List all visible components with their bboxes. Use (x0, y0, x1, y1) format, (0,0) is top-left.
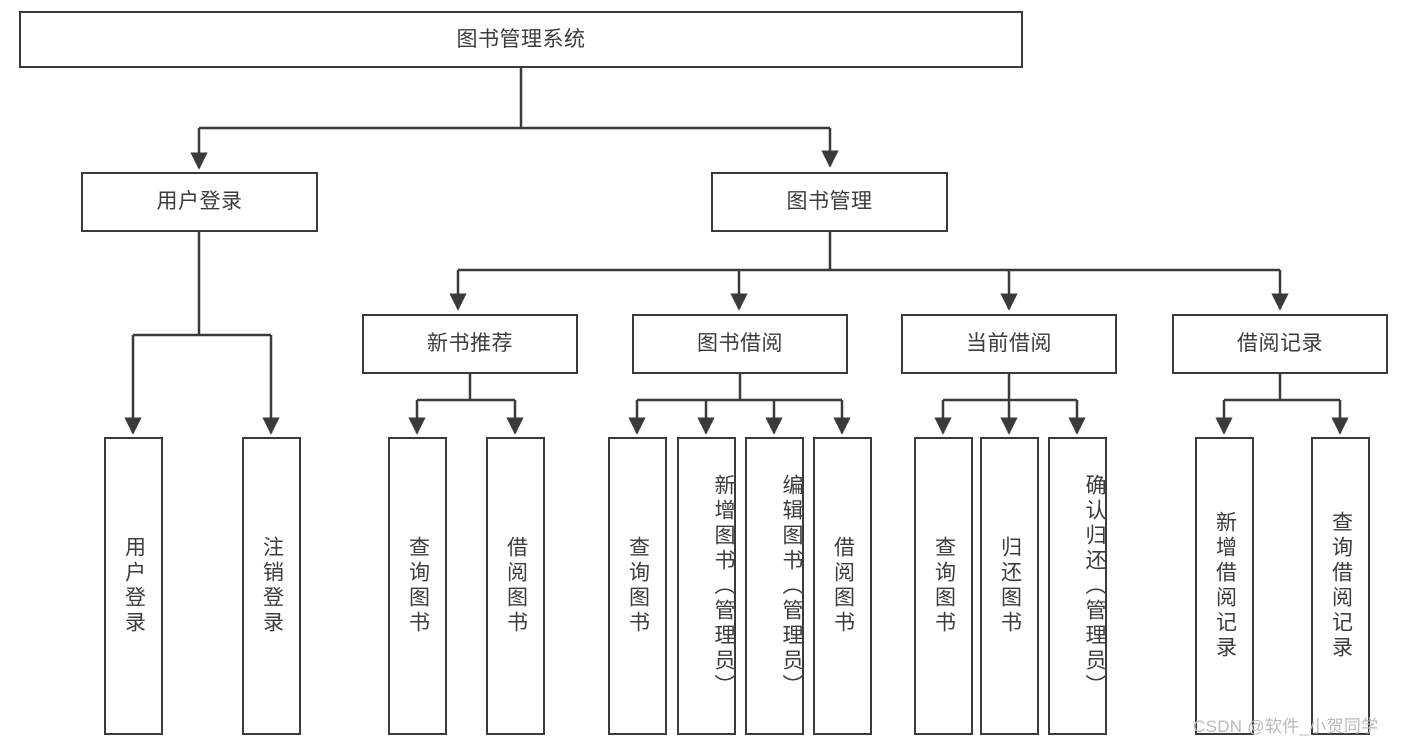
node-leaf-confirm-return[interactable]: 确认归还（管理员） (1048, 437, 1107, 735)
node-leaf-confirm-return-label: 确认归还（管理员） (1083, 473, 1106, 699)
node-leaf-return-book-label: 归还图书 (998, 536, 1022, 636)
node-leaf-query-book-3[interactable]: 查询图书 (914, 437, 973, 735)
node-book-borrow-label: 图书借阅 (697, 332, 783, 356)
node-leaf-edit-book-label: 编辑图书（管理员） (780, 473, 803, 699)
node-user-login[interactable]: 用户登录 (81, 172, 318, 232)
node-borrow-record[interactable]: 借阅记录 (1172, 314, 1388, 374)
node-new-book-recommend-label: 新书推荐 (427, 332, 513, 356)
node-leaf-borrow-book-2-label: 借阅图书 (831, 536, 855, 636)
node-leaf-return-book[interactable]: 归还图书 (980, 437, 1039, 735)
node-leaf-query-record-label: 查询借阅记录 (1329, 511, 1353, 661)
node-leaf-query-book-3-label: 查询图书 (932, 536, 956, 636)
node-leaf-query-record[interactable]: 查询借阅记录 (1311, 437, 1370, 735)
csdn-watermark: CSDN @软件_小贺同学 (1193, 717, 1379, 736)
node-leaf-user-login[interactable]: 用户登录 (104, 437, 163, 735)
node-leaf-borrow-book-1[interactable]: 借阅图书 (486, 437, 545, 735)
node-leaf-query-book-1[interactable]: 查询图书 (388, 437, 447, 735)
node-current-borrow[interactable]: 当前借阅 (901, 314, 1117, 374)
node-book-borrow[interactable]: 图书借阅 (632, 314, 848, 374)
node-leaf-query-book-2[interactable]: 查询图书 (608, 437, 667, 735)
node-leaf-add-book-label: 新增图书（管理员） (712, 473, 735, 699)
node-leaf-logout[interactable]: 注销登录 (242, 437, 301, 735)
node-borrow-record-label: 借阅记录 (1237, 332, 1323, 356)
node-book-manage[interactable]: 图书管理 (711, 172, 948, 232)
node-leaf-add-book[interactable]: 新增图书（管理员） (677, 437, 736, 735)
node-book-manage-label: 图书管理 (786, 190, 873, 214)
node-current-borrow-label: 当前借阅 (966, 332, 1052, 356)
node-leaf-add-record[interactable]: 新增借阅记录 (1195, 437, 1254, 735)
node-leaf-user-login-label: 用户登录 (122, 536, 146, 636)
node-leaf-query-book-1-label: 查询图书 (406, 536, 430, 636)
node-leaf-logout-label: 注销登录 (260, 536, 284, 636)
node-root[interactable]: 图书管理系统 (19, 11, 1023, 68)
node-new-book-recommend[interactable]: 新书推荐 (362, 314, 578, 374)
node-leaf-query-book-2-label: 查询图书 (626, 536, 650, 636)
node-user-login-label: 用户登录 (156, 190, 243, 214)
node-leaf-borrow-book-2[interactable]: 借阅图书 (813, 437, 872, 735)
node-leaf-add-record-label: 新增借阅记录 (1213, 511, 1237, 661)
node-leaf-edit-book[interactable]: 编辑图书（管理员） (745, 437, 804, 735)
node-root-label: 图书管理系统 (456, 27, 586, 51)
node-leaf-borrow-book-1-label: 借阅图书 (504, 536, 528, 636)
